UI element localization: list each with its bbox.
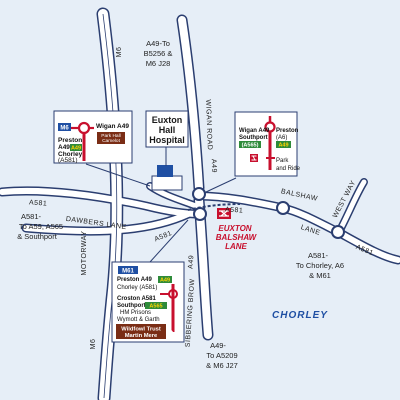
hospital-building [151, 165, 183, 191]
sign-bottom-southport: Southport [117, 303, 146, 309]
hospital-label-line-1: Euxton [152, 115, 183, 125]
sign-left-parkhall-badge [97, 132, 125, 144]
sign-bottom-chorley-a581: Chorley (A581) [117, 285, 157, 291]
sign-bottom-m61-badge [118, 266, 138, 274]
roundabout-south [193, 207, 207, 221]
sign-right-a49-badge-label: A49 [278, 143, 288, 149]
hospital-label-line-3: Hospital [149, 135, 185, 145]
motorway-centre-line [102, 13, 118, 399]
roundabout-north [192, 187, 206, 201]
wigan-road-label: WIGAN ROAD [204, 99, 213, 150]
destination-south-line-2: To A5209 [206, 351, 237, 360]
roundabouts [192, 187, 345, 239]
sign-right-wigan: Wigan A49 [239, 128, 270, 134]
sibbering-brow-label: SIBBERING BROW [185, 278, 197, 347]
sign-left-pointer [85, 163, 151, 187]
sign-right-southport: Southport [239, 135, 268, 141]
destination-east-line-1: A581- [308, 251, 329, 260]
sign-right-and-ride: and Ride [276, 166, 301, 172]
sign-left-a49-route: A49 [58, 144, 70, 151]
destination-west: A581- To A59, A565 & Southport [17, 212, 63, 241]
sign-bottom-a49-badge-label: A49 [160, 278, 170, 284]
sign-bottom: M61 Preston A49 A49 Chorley (A581) Crost… [111, 219, 189, 343]
sign-right-park: Park [276, 158, 289, 164]
sign-left-a49-badge-label: A49 [71, 146, 81, 152]
station-label: EUXTON BALSHAW LANE [216, 224, 258, 251]
destination-west-line-3: & Southport [17, 232, 58, 241]
sign-bottom-pointer [149, 219, 189, 263]
town-label-chorley: CHORLEY [272, 310, 328, 321]
hospital-site [151, 175, 183, 191]
destination-east-line-3: & M61 [309, 271, 331, 280]
sign-bottom-a49-badge [158, 276, 172, 283]
sign-left: M6 Wigan A49 Park Hall Camelot Preston A… [53, 110, 151, 187]
sign-left-preston: Preston [58, 137, 82, 144]
sign-right: Wigan A49 Southport (A565) Preston (A6) … [205, 111, 301, 193]
destination-west-line-1: A581- [21, 212, 42, 221]
a49-label-upper: A49 [210, 159, 217, 173]
sign-left-park-hall: Park Hall [101, 133, 120, 139]
sign-right-pointer [205, 177, 237, 193]
hospital-label-box [145, 110, 189, 148]
roundabout-balshaw [276, 201, 290, 215]
sign-bottom-wymott: Wymott & Garth [117, 317, 160, 323]
destination-north: A49-To B5256 & M6 J28 [144, 39, 173, 68]
destination-south: A49- To A5209 & M6 J27 [206, 341, 238, 370]
sign-left-wigan: Wigan A49 [96, 123, 129, 130]
sign-right-a565-badge [239, 141, 261, 148]
sign-left-m6-label: M6 [60, 126, 69, 132]
hospital-block [157, 165, 173, 177]
sign-bottom-a565-badge-label: A565 [149, 304, 162, 310]
sign-bottom-m61: M61 [122, 269, 134, 275]
a581-label-left: A581 [29, 199, 48, 207]
hospital-label-line-2: Hall [159, 125, 176, 135]
destination-west-line-2: To A59, A565 [19, 222, 63, 231]
a581-label-right: A581 [225, 206, 244, 214]
sign-left-a49-badge [70, 144, 82, 151]
sign-bottom-wildfowl-badge [116, 324, 166, 339]
sign-left-camelot: Camelot [102, 138, 121, 144]
destination-north-line-1: A49-To [146, 39, 170, 48]
station-label-line-1: EUXTON [218, 224, 251, 233]
rail-symbol-small-icon [251, 155, 257, 161]
destination-south-line-3: & M6 J27 [206, 361, 238, 370]
station-label-line-3: LANE [225, 242, 247, 251]
sign-bottom-preston-a49: Preston A49 [117, 277, 152, 283]
sign-left-m6-badge [58, 123, 71, 131]
m6-label-bottom: M6 [90, 339, 97, 350]
railway-line [187, 203, 241, 211]
sign-right-a6: (A6) [276, 135, 287, 141]
sign-right-roundabout-icon [264, 121, 276, 133]
sign-right-a49-badge [276, 141, 291, 148]
destination-east: A581- To Chorley, A6 & M61 [296, 251, 344, 280]
rail-symbol-icon [219, 210, 229, 217]
sign-right-a565: (A565) [242, 143, 259, 149]
destination-south-line-1: A49- [210, 341, 226, 350]
a49-label-lower: A49 [188, 255, 196, 269]
destination-north-line-3: M6 J28 [146, 59, 171, 68]
sign-right-preston: Preston [276, 128, 299, 134]
sign-bottom-croston: Croston A581 [117, 296, 156, 302]
motorway-label: MOTORWAY [81, 231, 88, 276]
sign-bottom-hm-prisons: HM Prisons [120, 310, 151, 316]
destination-north-line-2: B5256 & [144, 49, 173, 58]
duck-icon [167, 329, 174, 336]
m6-label-top: M6 [116, 47, 123, 58]
sign-bottom-martin-mere: Martin Mere [125, 333, 158, 339]
sign-bottom-a565-badge [145, 302, 167, 309]
sign-bottom-wildfowl: Wildfowl Trust [121, 327, 161, 333]
station-label-line-2: BALSHAW [216, 233, 258, 242]
sign-left-chorley: Chorley [58, 151, 83, 158]
roundabout-west-way [331, 225, 345, 239]
destination-east-line-2: To Chorley, A6 [296, 261, 344, 270]
sign-left-a581: (A581) [58, 157, 78, 164]
